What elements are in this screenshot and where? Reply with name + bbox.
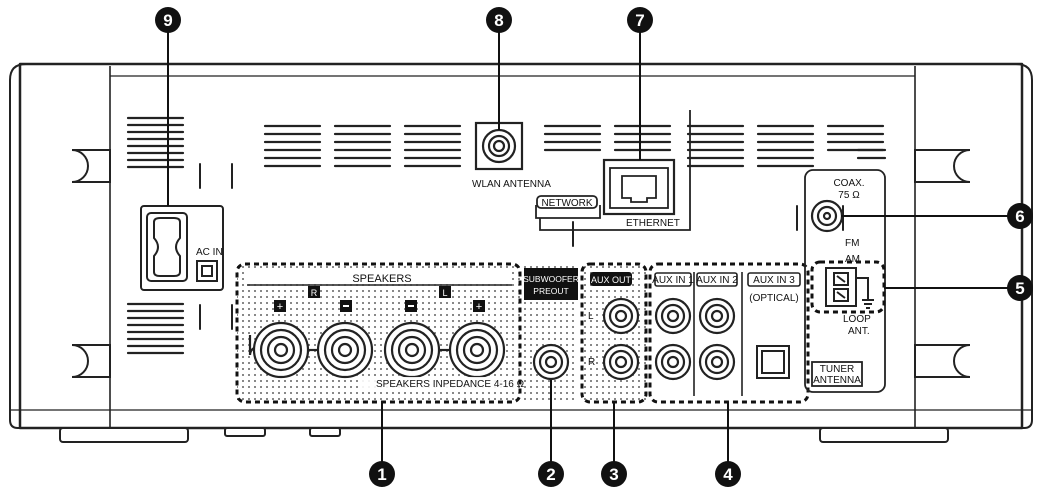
loop-label: LOOP	[843, 314, 871, 325]
speaker-terminal-r-minus	[316, 300, 374, 379]
callout-badge-9: 9	[155, 7, 181, 33]
aux-in-3-label: AUX IN 3	[753, 275, 795, 286]
ac-in-socket	[140, 205, 224, 291]
speaker-terminal-r-plus: +	[252, 300, 310, 379]
callout-badge-7: 7	[627, 7, 653, 33]
speaker-r-label: R	[311, 288, 318, 298]
ethernet-label: ETHERNET	[626, 218, 680, 229]
aux-out-dotted-field	[582, 264, 646, 402]
tuner-area	[804, 169, 886, 393]
svg-text:+: +	[277, 301, 283, 313]
feet	[59, 427, 949, 443]
speaker-terminal-l-plus: +	[448, 300, 506, 379]
optical-port	[756, 345, 790, 379]
coax-ohm-label: 75 Ω	[838, 190, 860, 201]
network-area	[535, 110, 691, 231]
network-label: NETWORK	[541, 198, 592, 209]
svg-text:5: 5	[1015, 279, 1024, 298]
side-bumps	[71, 149, 971, 378]
aux-out-label-box	[590, 272, 632, 286]
aux-in-2-label: AUX IN 2	[696, 275, 738, 286]
svg-text:6: 6	[1015, 207, 1024, 226]
callout-leaders	[167, 29, 1008, 462]
callout-badge-5: 5	[1007, 275, 1033, 301]
svg-text:7: 7	[635, 11, 644, 30]
fm-coax-connector	[810, 199, 844, 233]
svg-text:4: 4	[723, 465, 733, 484]
aux-in-jacks	[654, 297, 736, 381]
callout-badge-4: 4	[715, 461, 741, 487]
speaker-terminals: + +	[248, 300, 506, 379]
chassis	[9, 62, 1033, 430]
aux-in-1-label: AUX IN 1	[652, 275, 694, 286]
svg-text:3: 3	[609, 465, 618, 484]
speakers-title: SPEAKERS	[352, 273, 411, 285]
svg-text:8: 8	[494, 11, 503, 30]
aux-out-l-label: L	[588, 311, 594, 322]
callout-badge-3: 3	[601, 461, 627, 487]
am-label: AM	[845, 254, 860, 265]
subwoofer-label-box	[524, 268, 578, 300]
ac-in-label: AC IN	[196, 247, 223, 258]
optical-label: (OPTICAL)	[749, 293, 798, 304]
svg-text:+: +	[476, 301, 482, 313]
aux-in-callout-box	[648, 262, 810, 404]
coax-label: COAX.	[833, 178, 864, 189]
callout-badge-8: 8	[486, 7, 512, 33]
aux-out-r-label: R	[588, 357, 595, 368]
svg-text:1: 1	[377, 465, 386, 484]
speaker-r-badge	[308, 286, 320, 298]
callout-badge-1: 1	[369, 461, 395, 487]
aux-in-panel	[654, 272, 801, 396]
svg-text:9: 9	[163, 11, 172, 30]
fm-label: FM	[845, 238, 859, 249]
speakers-title-strip	[247, 272, 512, 284]
preout-label: PREOUT	[533, 286, 568, 296]
ant-label: ANT.	[848, 326, 870, 337]
tuner-label: TUNER	[820, 364, 854, 375]
callout-badge-2: 2	[538, 461, 564, 487]
vent-slots	[126, 116, 887, 355]
aux-out-label: AUX OUT	[591, 275, 632, 285]
antenna-label: ANTENNA	[813, 375, 861, 386]
wlan-antenna-connector	[474, 121, 524, 171]
speaker-l-label: L	[442, 288, 447, 298]
callout-badges: 9 8 7 6 5 1 2 3	[155, 7, 1033, 487]
speakers-impedance-label: SPEAKERS INPEDANCE 4-16 Ω	[376, 379, 525, 390]
svg-text:2: 2	[546, 465, 555, 484]
aux-out-jacks	[602, 297, 640, 381]
am-loop-terminal	[825, 267, 874, 309]
subwoofer-label: SUBWOOFER	[523, 274, 579, 284]
subwoofer-jack	[532, 343, 570, 381]
speaker-l-badge	[439, 286, 451, 298]
speaker-terminal-l-minus	[383, 300, 441, 379]
callout-badge-6: 6	[1007, 203, 1033, 229]
wlan-antenna-label: WLAN ANTENNA	[472, 179, 551, 190]
